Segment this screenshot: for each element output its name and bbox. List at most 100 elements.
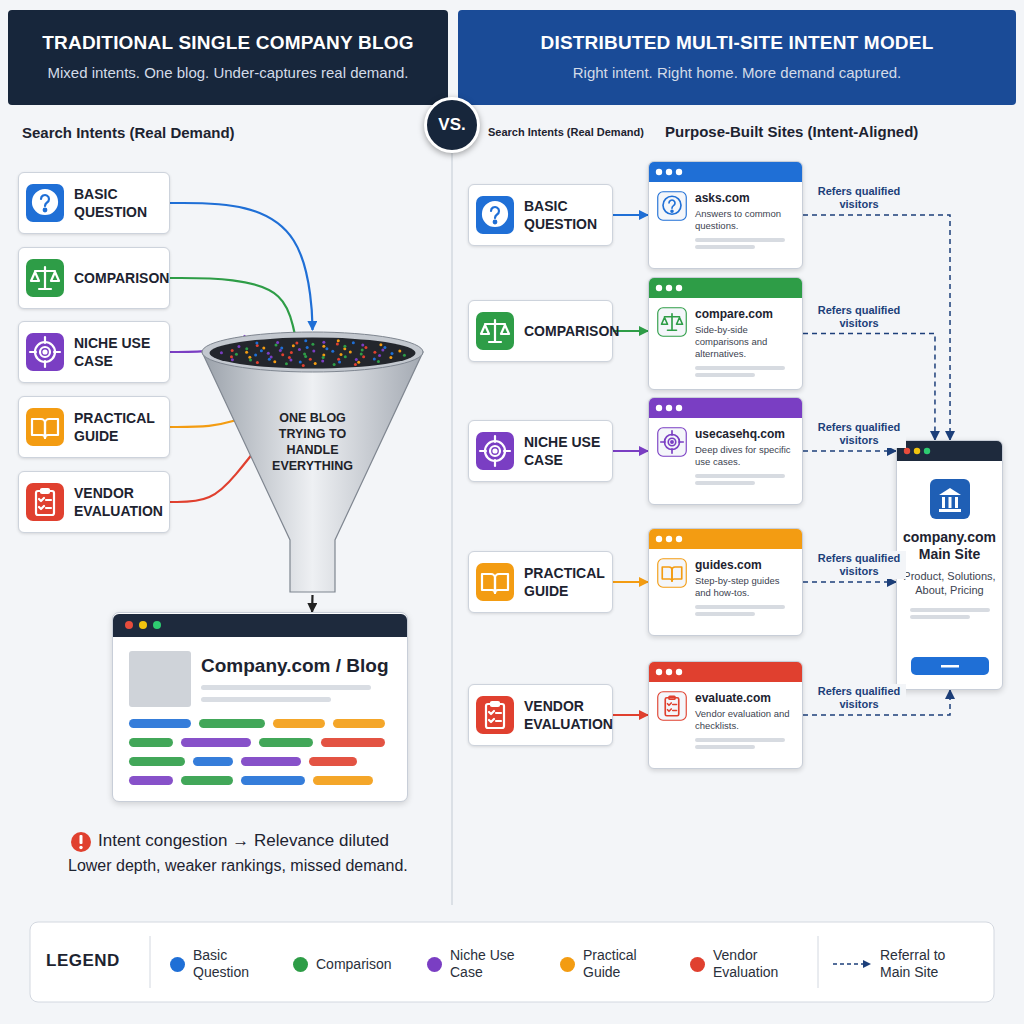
legend-separator (818, 936, 819, 988)
node-text: Product, Solutions, About, Pricing (902, 569, 997, 597)
legend-entry: Basic Question (170, 944, 271, 984)
legend-line-sample (832, 958, 872, 970)
node-text: Mixed intents. One blog. Under-captures … (20, 64, 436, 81)
main-site-text-box: company.com Main SiteProduct, Solutions,… (897, 529, 1002, 597)
intent-icon (475, 431, 515, 471)
node-text: NICHE USE CASE (524, 433, 604, 469)
edge-label: Refers qualified visitors (812, 551, 906, 579)
funnel-text-box: ONE BLOG TRYING TO HANDLE EVERYTHING (260, 410, 365, 474)
node-text: compare.com (695, 307, 796, 321)
node-text: evaluate.com (695, 691, 796, 705)
intent-icon (25, 482, 65, 522)
header-bar: DISTRIBUTED MULTI-SITE INTENT MODELRight… (458, 10, 1016, 105)
placeholder-lines (695, 237, 790, 253)
intent-text-box: PRACTICAL GUIDE (524, 564, 605, 600)
legend-entry: Comparison (293, 944, 394, 984)
intent-text-box: COMPARISON (524, 322, 619, 340)
intent-box: BASIC QUESTION (18, 172, 170, 234)
site-text-box: evaluate.comVendor evaluation and checkl… (695, 691, 796, 753)
section-label: Search Intents (Real Demand) (22, 124, 282, 141)
intent-icon (25, 407, 65, 447)
window-title-bar (897, 441, 1002, 461)
blog-window-art (113, 613, 407, 801)
section-label: Search Intents (Real Demand) (488, 126, 648, 138)
funnel-shape: ONE BLOG TRYING TO HANDLE EVERYTHING (200, 330, 425, 595)
warning-icon (71, 832, 91, 852)
legend-swatch (427, 957, 442, 972)
intent-connector (311, 595, 314, 612)
intent-connector (170, 278, 295, 333)
intent-icon (657, 558, 687, 588)
legend-text: Practical Guide (583, 947, 661, 981)
site-card: usecasehq.comDeep dives for specific use… (648, 397, 803, 505)
site-text-box: guides.comStep-by-step guides and how-to… (695, 558, 796, 620)
edge-label: Refers qualified visitors (812, 420, 906, 448)
legend-entry: Vendor Evaluation (690, 944, 791, 984)
legend-entry: Referral to Main Site (832, 944, 970, 984)
edge-label: Refers qualified visitors (812, 303, 906, 331)
node-text: Deep dives for specific use cases. (695, 444, 796, 468)
site-text-box: compare.comSide-by-side comparisons and … (695, 307, 796, 381)
referral-arrow (803, 450, 896, 452)
site-card: evaluate.comVendor evaluation and checkl… (648, 661, 803, 769)
intent-icon (25, 183, 65, 223)
intent-text-box: COMPARISON (74, 269, 169, 287)
site-card-body: guides.comStep-by-step guides and how-to… (649, 549, 802, 628)
site-card: compare.comSide-by-side comparisons and … (648, 277, 803, 390)
node-text: NICHE USE CASE (74, 334, 161, 370)
intent-box: PRACTICAL GUIDE (18, 396, 170, 458)
legend-text: Comparison (316, 956, 394, 973)
node-text: guides.com (695, 558, 796, 572)
section-label: Purpose-Built Sites (Intent-Aligned) (665, 123, 965, 140)
intent-icon (657, 691, 687, 721)
site-card-body: evaluate.comVendor evaluation and checkl… (649, 682, 802, 761)
edge-label: Refers qualified visitors (812, 184, 906, 212)
placeholder-lines (695, 737, 790, 753)
intent-connector (170, 420, 236, 427)
window-title-bar (649, 662, 802, 682)
intent-box: VENDOR EVALUATION (468, 684, 613, 746)
node-text: asks.com (695, 191, 796, 205)
intent-connector (170, 203, 313, 330)
node-text: PRACTICAL GUIDE (524, 564, 605, 600)
intent-text-box: NICHE USE CASE (74, 334, 161, 370)
legend-separator (150, 936, 151, 988)
intent-text-box: VENDOR EVALUATION (524, 697, 613, 733)
site-card-body: compare.comSide-by-side comparisons and … (649, 298, 802, 389)
legend-swatch (293, 957, 308, 972)
legend-swatch (690, 957, 705, 972)
intent-box: NICHE USE CASE (468, 420, 613, 482)
intent-connector (613, 714, 648, 716)
node-text: ONE BLOG TRYING TO HANDLE EVERYTHING (260, 410, 365, 474)
intent-text-box: NICHE USE CASE (524, 433, 604, 469)
blog-text-box: Company.com / Blog (201, 655, 401, 677)
legend-text: Referral to Main Site (880, 947, 970, 981)
node-text: Company.com / Blog (201, 655, 401, 677)
site-card: guides.comStep-by-step guides and how-to… (648, 528, 803, 636)
intent-icon (475, 311, 515, 351)
node-text: BASIC QUESTION (524, 197, 604, 233)
node-text: Vendor evaluation and checklists. (695, 708, 796, 732)
note-text: Intent congestion → Relevance diluted (98, 831, 443, 851)
cta-button (911, 657, 989, 675)
referral-arrow (803, 215, 950, 440)
node-text: VENDOR EVALUATION (74, 484, 163, 520)
site-text-box: usecasehq.comDeep dives for specific use… (695, 427, 796, 489)
window-title-bar (649, 529, 802, 549)
window-title-bar (649, 278, 802, 298)
referral-arrow (803, 581, 896, 583)
intent-box: PRACTICAL GUIDE (468, 551, 613, 613)
node-text: Side-by-side comparisons and alternative… (695, 324, 796, 360)
legend-entry: Niche Use Case (427, 944, 528, 984)
node-text: COMPARISON (74, 269, 169, 287)
blog-window: Company.com / Blog (112, 612, 408, 802)
window-title-bar (649, 398, 802, 418)
note-text: Lower depth, weaker rankings, missed dem… (68, 857, 450, 875)
building-icon (930, 479, 970, 519)
node-text: TRADITIONAL SINGLE COMPANY BLOG (20, 32, 436, 54)
node-text: BASIC QUESTION (74, 185, 161, 221)
legend-text: Basic Question (193, 947, 271, 981)
placeholder-lines (695, 365, 790, 381)
node-text: company.com Main Site (902, 529, 997, 563)
intent-box: BASIC QUESTION (468, 184, 613, 246)
